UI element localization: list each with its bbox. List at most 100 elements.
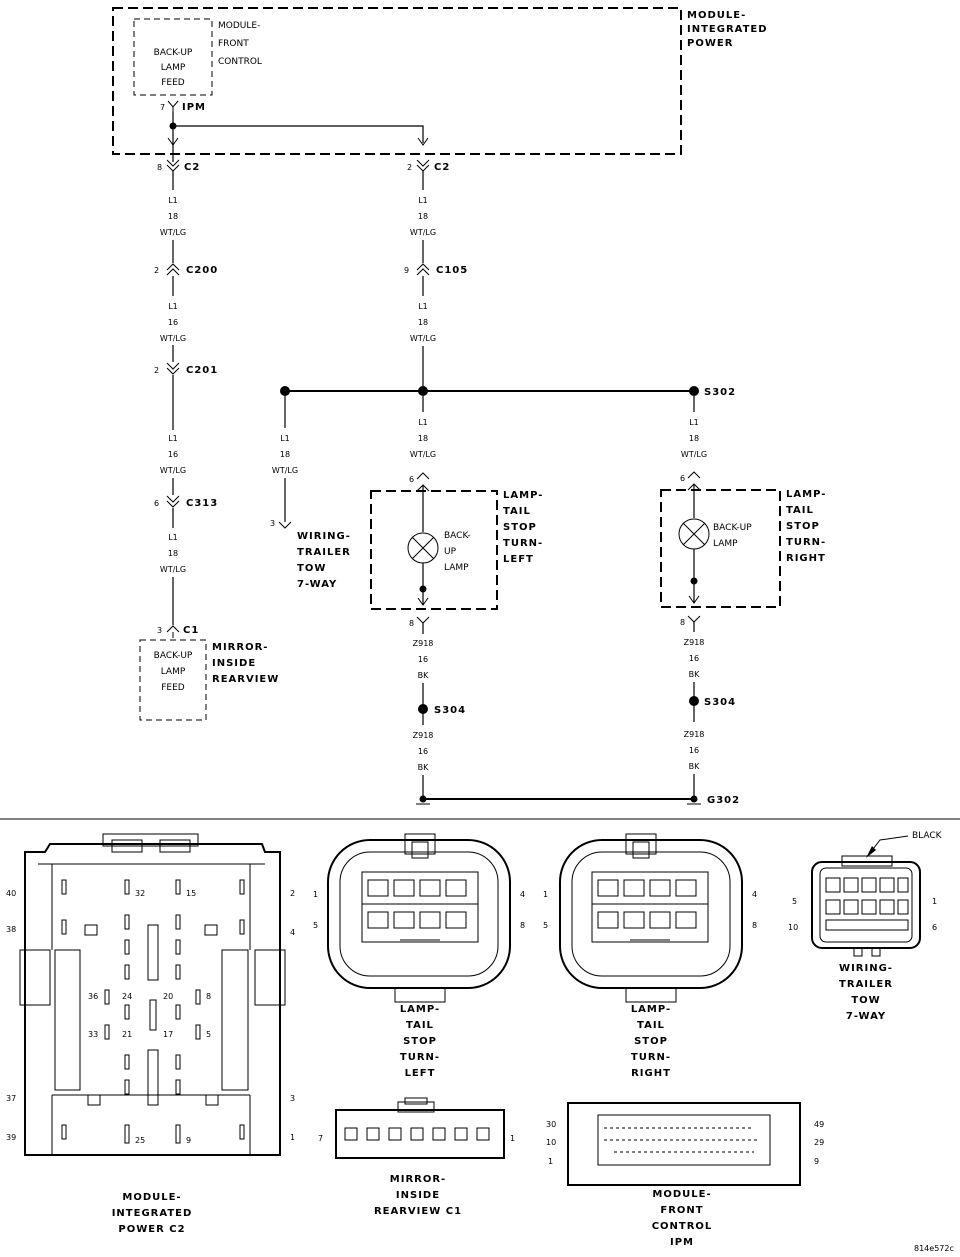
lamp-left-caption-5: LEFT bbox=[405, 1068, 436, 1079]
wire-w4-2: 18 bbox=[418, 318, 428, 327]
ipm-pin-33: 33 bbox=[88, 1030, 98, 1039]
s304-right-label: S304 bbox=[704, 697, 736, 708]
wire-w8-3: WT/LG bbox=[410, 450, 436, 459]
mirror-caption-1: MIRROR- bbox=[390, 1174, 446, 1185]
backup-right-2: LAMP bbox=[713, 539, 738, 549]
wire-w3-2: 16 bbox=[168, 318, 178, 327]
lamp-left-label-4: TURN- bbox=[503, 538, 543, 549]
lamp-left-caption-3: STOP bbox=[403, 1036, 437, 1047]
right-lamp-inner-dot bbox=[690, 577, 698, 585]
wire-g2-1: Z918 bbox=[413, 731, 434, 740]
ipm-pin-40: 40 bbox=[6, 889, 16, 898]
left-lamp-inner-dot bbox=[419, 585, 427, 593]
left-lamp-bulb-x bbox=[411, 536, 435, 560]
trailer-pin: 3 bbox=[270, 519, 275, 528]
lamp-right-pin-8: 8 bbox=[752, 921, 757, 930]
wire-w7-2: 18 bbox=[280, 450, 290, 459]
backup-feed-top-3: FEED bbox=[161, 78, 185, 88]
c105-label: C105 bbox=[436, 265, 468, 276]
ipm-pin-8: 8 bbox=[206, 992, 211, 1001]
wire-g4-1: Z918 bbox=[684, 730, 705, 739]
right-lamp-top-pin: 6 bbox=[680, 474, 685, 483]
backup-right-1: BACK-UP bbox=[713, 523, 752, 533]
fcm-pin-30: 30 bbox=[546, 1120, 556, 1129]
c2-left-pin: 8 bbox=[157, 163, 162, 172]
c2-right-label: C2 bbox=[434, 162, 450, 173]
front-control-module-box bbox=[133, 18, 213, 96]
c201-symbol bbox=[166, 362, 180, 375]
wire-w1-2: 18 bbox=[168, 212, 178, 221]
g302-label: G302 bbox=[707, 795, 740, 806]
wire-w5-1: L1 bbox=[168, 434, 178, 443]
c313-pin: 6 bbox=[154, 499, 159, 508]
wire-w3-1: L1 bbox=[168, 302, 178, 311]
lamp-right-label-5: RIGHT bbox=[786, 553, 826, 564]
lamp-right-pin-5: 5 bbox=[543, 921, 548, 930]
lamp-left-pin-1: 1 bbox=[313, 890, 318, 899]
right-lamp-top-symbol bbox=[687, 471, 701, 491]
wire-w5-2: 16 bbox=[168, 450, 178, 459]
internal-wire-bridge bbox=[173, 125, 424, 143]
mirror-connector-view bbox=[335, 1097, 505, 1159]
splice-dot-mid bbox=[418, 386, 428, 396]
internal-arrow-right bbox=[417, 137, 429, 146]
trailer-label-3: TOW bbox=[297, 563, 326, 574]
ipm-pin-2: 2 bbox=[290, 889, 295, 898]
s302-label: S302 bbox=[704, 387, 736, 398]
ipm-pin-21: 21 bbox=[122, 1030, 132, 1039]
backup-feed-top-2: LAMP bbox=[161, 63, 186, 73]
ipm-pin-number: 7 bbox=[160, 103, 165, 112]
lamp-left-label-2: TAIL bbox=[503, 506, 531, 517]
splice-dot-left bbox=[280, 386, 290, 396]
right-lamp-bottom-symbol bbox=[687, 615, 701, 623]
wire-w8-2: 18 bbox=[418, 434, 428, 443]
ipm-caption-2: INTEGRATED bbox=[112, 1208, 193, 1219]
wire-w6-1: L1 bbox=[168, 533, 178, 542]
front-control-label-3: CONTROL bbox=[218, 57, 262, 67]
lamp-right-caption-1: LAMP- bbox=[631, 1004, 671, 1015]
ipm-pin-symbol bbox=[167, 100, 179, 112]
internal-arrow-left bbox=[167, 137, 179, 146]
figure-id: 814e572c bbox=[914, 1244, 954, 1253]
left-lamp-top-pin: 6 bbox=[409, 475, 414, 484]
integrated-power-label-1: MODULE- bbox=[687, 10, 746, 21]
right-lamp-box bbox=[660, 489, 781, 608]
lamp-left-label-3: STOP bbox=[503, 522, 537, 533]
lamp-left-caption-4: TURN- bbox=[400, 1052, 440, 1063]
ipm-pin-38: 38 bbox=[6, 925, 16, 934]
ipm-caption-1: MODULE- bbox=[122, 1192, 181, 1203]
wire-w9-2: 18 bbox=[689, 434, 699, 443]
trailer-caption-3: TOW bbox=[851, 995, 880, 1006]
ipm-pin-15: 15 bbox=[186, 889, 196, 898]
c105-symbol bbox=[416, 263, 430, 276]
trailer-label-1: WIRING- bbox=[297, 531, 351, 542]
ipm-pin-36: 36 bbox=[88, 992, 98, 1001]
ipm-pin-1: 1 bbox=[290, 1133, 295, 1142]
wire-g3-2: 16 bbox=[689, 654, 699, 663]
trailer-pin-1: 1 bbox=[932, 897, 937, 906]
lamp-right-pin-4: 4 bbox=[752, 890, 757, 899]
trailer-pin-6: 6 bbox=[932, 923, 937, 932]
fcm-pin-29: 29 bbox=[814, 1138, 824, 1147]
integrated-power-label-2: INTEGRATED bbox=[687, 24, 768, 35]
ipm-pin-32: 32 bbox=[135, 889, 145, 898]
mirror-caption-3: REARVIEW C1 bbox=[374, 1206, 462, 1217]
wire-g1-3: BK bbox=[418, 671, 429, 680]
mirror-pin-1: 1 bbox=[510, 1134, 515, 1143]
trailer-caption-2: TRAILER bbox=[839, 979, 893, 990]
mirror-feed-1: BACK-UP bbox=[154, 651, 193, 661]
lamp-left-label-5: LEFT bbox=[503, 554, 534, 565]
lamp-left-caption-2: TAIL bbox=[406, 1020, 434, 1031]
ipm-pin-24: 24 bbox=[122, 992, 132, 1001]
right-lamp-bottom-arrow bbox=[688, 595, 700, 604]
c201-pin: 2 bbox=[154, 366, 159, 375]
backup-left-2: UP bbox=[444, 547, 457, 557]
backup-left-1: BACK- bbox=[444, 531, 471, 541]
lamp-left-connector-view bbox=[327, 833, 511, 1003]
wire-w6-3: WT/LG bbox=[160, 565, 186, 574]
c2-right-symbol bbox=[416, 159, 430, 172]
wire-w2-3: WT/LG bbox=[410, 228, 436, 237]
c313-symbol bbox=[166, 495, 180, 508]
wire-g4-3: BK bbox=[689, 762, 700, 771]
fcm-caption-4: IPM bbox=[670, 1237, 694, 1248]
